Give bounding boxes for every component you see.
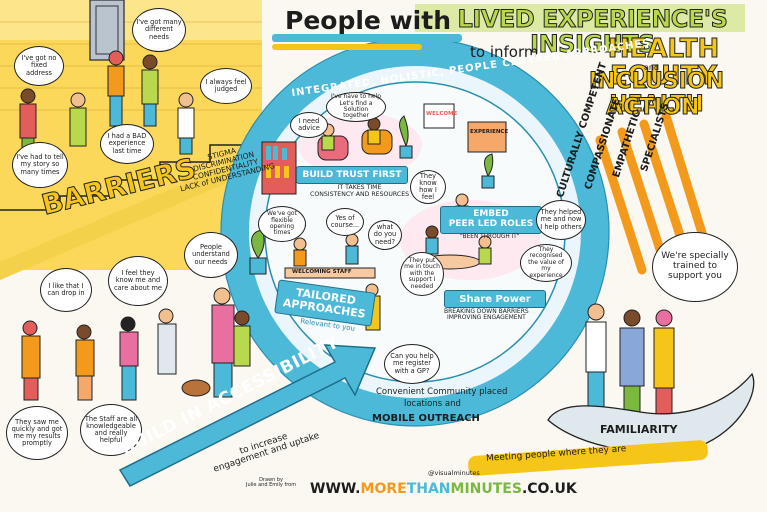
meeting-highlight	[468, 440, 708, 476]
door	[89, 0, 125, 61]
credit-url: WWW.MORETHANMINUTES.CO.UK	[310, 481, 577, 497]
poster-experience: EXPERIENCE	[470, 129, 509, 135]
accessibility-arrow	[118, 344, 377, 487]
welcoming-staff-label: WELCOMING STAFF	[292, 269, 352, 275]
barriers-people	[19, 50, 195, 155]
community-line2: locations and	[404, 399, 461, 409]
bubble-no-fixed-address: I've got no fixed address	[14, 46, 64, 86]
credit-handle: @visualminutes	[428, 469, 480, 477]
embed-banner: EMBED PEER LED ROLES	[440, 206, 542, 234]
poster	[467, 121, 507, 153]
share-power-sub: BREAKING DOWN BARRIERS IMPROVING ENGAGEM…	[444, 308, 529, 322]
bubble-specially-trained: We're specially trained to support you	[652, 232, 738, 302]
bubble-many-needs: I've got many different needs	[132, 8, 186, 52]
familiarity-label: FAMILIARITY	[600, 423, 678, 436]
bubble-find-solution: I've have to help Let's find a Solution …	[326, 92, 386, 122]
bubble-help-others: They helped me and now I help others	[536, 200, 586, 240]
bubble-know-how-feel: They know how I feel	[410, 170, 446, 204]
plant-icon	[399, 115, 413, 159]
accessibility-people	[21, 287, 251, 401]
title-health-equity: HEALTH EQUITY	[607, 34, 720, 92]
bubble-drop-in: I like that I can drop in	[40, 268, 92, 312]
embed-sub: "BEEN THROUGH IT"	[460, 234, 520, 240]
mobile-outreach: MOBILE OUTREACH	[372, 413, 480, 424]
title-and: and	[644, 63, 660, 72]
title-to-inform: to inform	[470, 43, 539, 61]
title-action: ACTION	[605, 95, 700, 120]
title-inclusion-health: INCLUSION HEALTH	[589, 69, 725, 118]
bubble-feel-judged: I always feel judged	[200, 68, 252, 104]
reception-desk	[284, 267, 376, 279]
bubble-tell-story: I've had to tell my story so many times	[12, 142, 68, 188]
bubble-recognised-value: They recognised the value of my experien…	[520, 244, 572, 282]
plant-icon	[481, 153, 495, 189]
community-line1: Convenient Community placed	[376, 387, 508, 397]
title-people-with: People with	[285, 6, 451, 35]
bubble-flexible-hours: We've got flexible opening times	[258, 206, 306, 242]
bubble-understand-needs: People understand our needs	[184, 232, 238, 278]
bubble-bad-experience: I had a BAD experience last time	[100, 124, 154, 164]
bubble-what-need: what do you need?	[368, 220, 402, 250]
bubble-saw-quickly: They saw me quickly and got me my result…	[6, 406, 68, 460]
title-lived-experience: LIVED EXPERIENCE'S INSIGHTS	[457, 5, 728, 59]
bubble-yes-of-course: Yes of course...	[326, 208, 364, 236]
build-trust-banner: BUILD TRUST FIRST	[296, 166, 408, 184]
bubble-register-gp: Can you help me register with a GP?	[384, 344, 440, 384]
share-power-banner: Share Power	[444, 290, 546, 308]
bubble-knowledgeable: The Staff are all knowledgeable and real…	[80, 404, 142, 456]
open-hand	[547, 372, 755, 453]
specialist-people	[585, 303, 675, 417]
bubble-know-care: I feel they know me and care about me	[108, 256, 168, 306]
credit-drawn-by: Drawn by Julie and Emily from	[246, 477, 297, 489]
bubble-need-advice: I need advice	[290, 112, 328, 138]
staircase	[0, 144, 262, 211]
orange-arcs	[595, 111, 711, 275]
poster-welcome: WELCOME	[426, 111, 458, 117]
poster	[423, 103, 455, 129]
plant-icon	[249, 229, 267, 275]
bubble-put-in-touch: They put me in touch with the support I …	[400, 252, 444, 296]
build-trust-sub: IT TAKES TIME CONSISTENCY AND RESOURCES	[310, 184, 410, 198]
